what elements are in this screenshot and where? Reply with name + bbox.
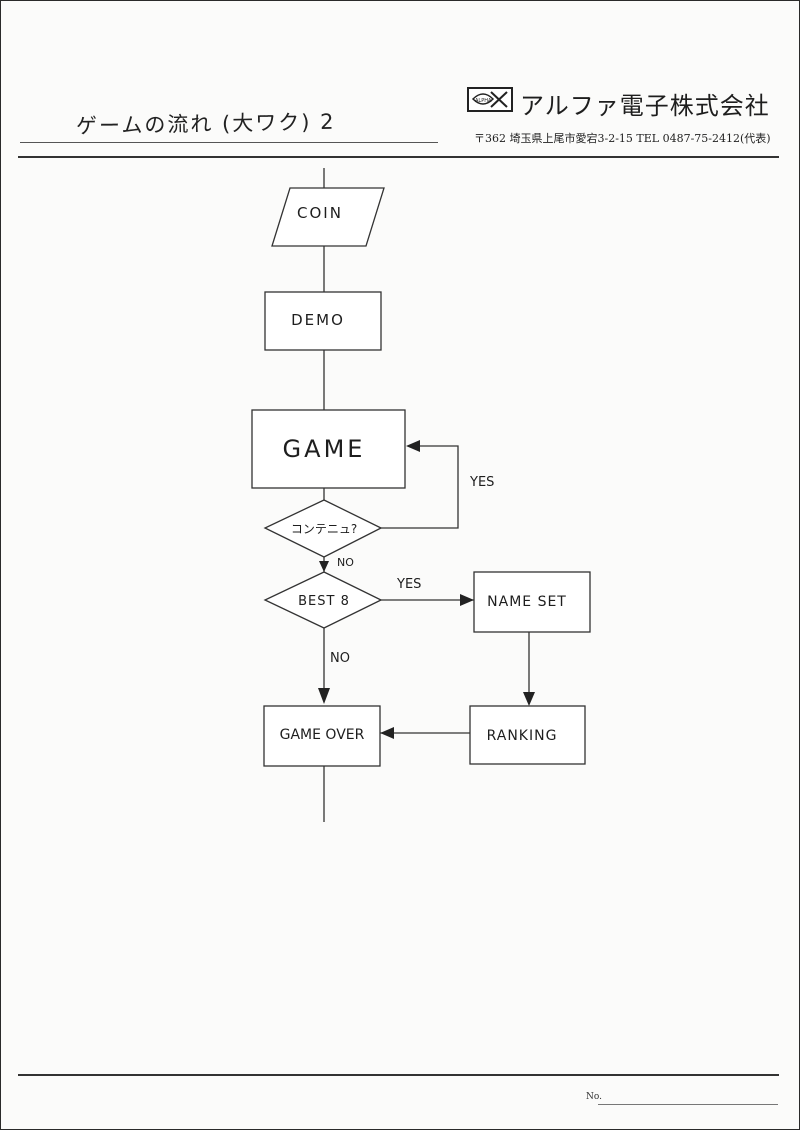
footer-divider (18, 1074, 779, 1076)
arrowhead-best8-no (318, 688, 330, 704)
node-coin-label: COIN (297, 204, 343, 222)
node-demo-shape (264, 291, 382, 351)
document-number-label: No. (586, 1092, 602, 1102)
edge-label-continue-yes: YES (469, 475, 494, 490)
node-continue-shape (263, 499, 383, 558)
node-ranking-shape (469, 705, 586, 765)
node-name-set-shape (473, 571, 591, 633)
node-best8-shape (263, 571, 383, 629)
node-ranking-label: RANKING (487, 728, 558, 744)
company-logo: ALPHA (467, 87, 513, 112)
node-best8-label: BEST 8 (298, 594, 350, 609)
arrowhead-into-best8 (319, 561, 329, 572)
document-number-line (598, 1104, 778, 1105)
node-game-over-shape (263, 705, 381, 767)
node-name-set-label: NAME SET (487, 594, 567, 610)
header-divider (18, 156, 779, 158)
title-underline (20, 142, 438, 143)
node-game-label: GAME (283, 435, 366, 463)
edge-label-continue-no: NO (337, 556, 354, 569)
node-coin-shape (271, 187, 385, 247)
company-name: アルファ電子株式会社 (520, 92, 770, 120)
arrowhead-into-name-set (460, 594, 474, 606)
node-demo-label: DEMO (291, 311, 345, 329)
edge-label-best8-no: NO (330, 651, 350, 666)
arrowhead-into-ranking (523, 692, 535, 706)
node-continue-label: コンテニュ? (291, 522, 357, 536)
logo-lettering: ALPHA (475, 98, 492, 104)
connector-continue-yes-loop (380, 445, 459, 529)
company-address: 〒362 埼玉県上尾市愛宕3-2-15 TEL 0487-75-2412(代表) (474, 132, 771, 145)
node-game-shape (251, 409, 406, 489)
logo-icon: ALPHA (471, 91, 508, 108)
edge-label-best8-yes: YES (396, 577, 421, 592)
arrowhead-into-game-over (380, 727, 394, 739)
arrowhead-into-game (406, 440, 420, 452)
node-game-over-label: GAME OVER (280, 727, 365, 743)
